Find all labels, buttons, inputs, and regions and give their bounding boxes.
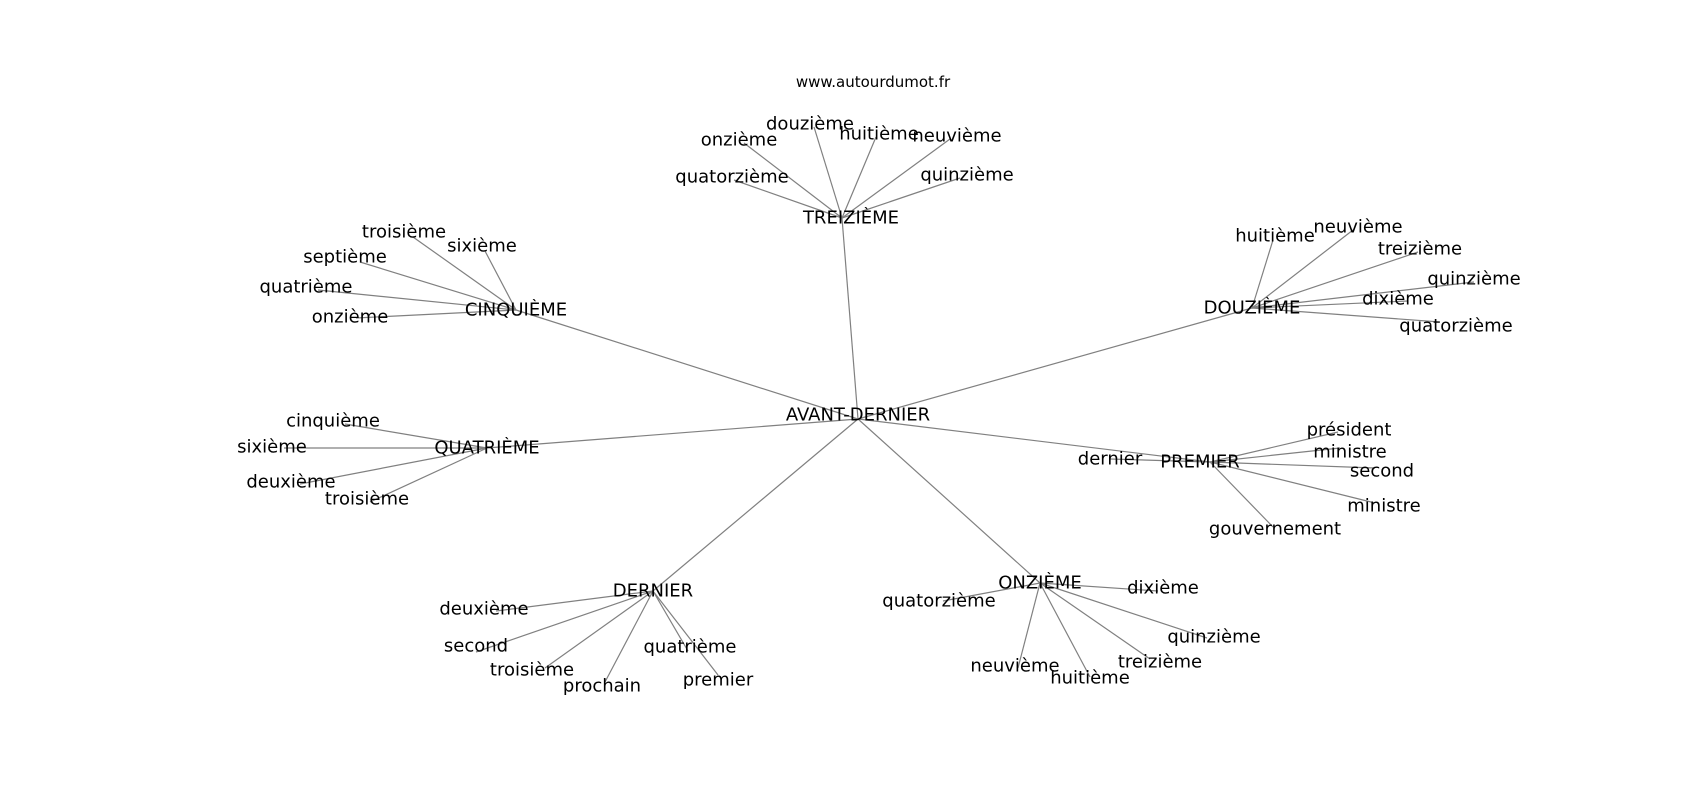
edge-hub-to-leaf xyxy=(412,236,517,311)
leaf-node-label: troisième xyxy=(325,489,409,510)
leaf-node-label: troisième xyxy=(362,222,446,243)
edge-hub-to-leaf xyxy=(369,447,488,503)
leaf-node-label: quinzième xyxy=(920,165,1013,186)
hub-node-label: CINQUIÈME xyxy=(465,299,567,321)
edge-hub-to-leaf xyxy=(317,289,517,311)
edge-hub-to-leaf xyxy=(1251,229,1354,309)
edge-hub-to-leaf xyxy=(1251,251,1419,309)
hub-node-label: DERNIER xyxy=(613,581,693,602)
leaf-node-label: sixième xyxy=(447,236,517,257)
leaf-node-label: huitième xyxy=(1050,668,1130,689)
leaf-node-label: second xyxy=(444,636,508,657)
leaf-node-label: onzième xyxy=(312,307,389,328)
leaf-node-label: dernier xyxy=(1078,449,1143,470)
leaf-node-label: ministre xyxy=(1313,442,1386,463)
edge-hub-to-leaf xyxy=(359,261,517,311)
edge-hub-to-leaf xyxy=(841,138,951,219)
edge-hub-to-leaf xyxy=(1039,582,1151,660)
edge-hub-to-leaf xyxy=(1039,582,1159,592)
edges-layer xyxy=(284,126,1475,683)
leaf-node-label: président xyxy=(1307,420,1392,441)
edge-center-to-hub xyxy=(486,418,859,449)
leaf-node-label: premier xyxy=(683,670,754,691)
edge-center-to-hub xyxy=(857,418,1041,584)
edge-hub-to-leaf xyxy=(1209,431,1339,463)
leaf-node-label: gouvernement xyxy=(1209,519,1341,540)
leaf-node-label: quatorzième xyxy=(882,591,995,612)
leaf-node-label: quatrième xyxy=(643,637,736,658)
edge-center-to-hub xyxy=(857,307,1253,420)
edge-hub-to-leaf xyxy=(495,590,654,612)
edge-center-to-hub xyxy=(652,418,859,592)
edge-hub-to-leaf xyxy=(1209,461,1274,528)
edge-hub-to-leaf xyxy=(475,590,654,653)
edge-hub-to-leaf xyxy=(942,582,1041,602)
leaf-node-label: treizième xyxy=(1118,652,1202,673)
leaf-node-label: quatrième xyxy=(259,277,352,298)
edge-hub-to-leaf xyxy=(344,423,488,449)
leaf-node-label: ministre xyxy=(1347,496,1420,517)
leaf-node-label: quinzième xyxy=(1167,627,1260,648)
hub-node-label: TREIZIÈME xyxy=(802,207,899,229)
leaf-node-label: dixième xyxy=(1362,289,1434,310)
leaf-node-label: huitième xyxy=(839,124,919,145)
edge-hub-to-leaf xyxy=(1209,447,1341,463)
leaf-node-label: quatorzième xyxy=(675,167,788,188)
edge-hub-to-leaf xyxy=(813,126,843,219)
leaf-node-label: quinzième xyxy=(1427,269,1520,290)
leaf-node-label: deuxième xyxy=(246,472,335,493)
hub-node-label: QUATRIÈME xyxy=(434,437,539,459)
edge-hub-to-leaf xyxy=(1039,582,1091,678)
leaf-node-label: douzième xyxy=(766,114,854,135)
edge-hub-to-leaf xyxy=(841,136,877,219)
hub-node-label: DOUZIÈME xyxy=(1204,297,1301,319)
source-label: www.autourdumot.fr xyxy=(796,73,951,91)
hub-node-label: PREMIER xyxy=(1160,452,1239,473)
leaf-node-label: troisième xyxy=(490,660,574,681)
leaf-node-label: sixième xyxy=(237,437,307,458)
edge-hub-to-leaf xyxy=(544,590,654,669)
edge-hub-to-leaf xyxy=(733,179,843,219)
leaf-node-label: quatorzième xyxy=(1399,316,1512,337)
edge-hub-to-leaf xyxy=(1251,239,1274,309)
edge-hub-to-leaf xyxy=(652,590,719,676)
edge-hub-to-leaf xyxy=(1209,461,1376,504)
edge-hub-to-leaf xyxy=(1251,281,1475,309)
edge-center-to-hub xyxy=(857,418,1211,463)
leaf-node-label: cinquième xyxy=(286,411,380,432)
center-node-label: AVANT-DERNIER xyxy=(786,405,930,426)
edge-hub-to-leaf xyxy=(1017,582,1041,669)
edge-center-to-hub xyxy=(515,309,859,420)
edge-hub-to-leaf xyxy=(355,309,517,319)
edge-hub-to-leaf xyxy=(1109,458,1211,463)
edge-hub-to-leaf xyxy=(652,590,689,652)
leaf-node-label: dixième xyxy=(1127,578,1199,599)
leaf-node-label: septième xyxy=(303,247,387,268)
leaf-node-label: neuvième xyxy=(970,656,1059,677)
edge-hub-to-leaf xyxy=(743,142,843,219)
leaf-node-label: neuvième xyxy=(912,126,1001,147)
leaf-node-label: second xyxy=(1350,461,1414,482)
leaf-node-label: deuxième xyxy=(439,599,528,620)
edge-hub-to-leaf xyxy=(1251,307,1441,323)
leaf-node-label: huitième xyxy=(1235,226,1315,247)
edge-hub-to-leaf xyxy=(841,177,961,219)
leaf-node-label: treizième xyxy=(1378,239,1462,260)
leaf-node-label: neuvième xyxy=(1313,217,1402,238)
edge-hub-to-leaf xyxy=(299,447,488,485)
edge-hub-to-leaf xyxy=(604,590,654,683)
edge-center-to-hub xyxy=(841,217,859,420)
leaf-node-label: onzième xyxy=(701,130,778,151)
hub-node-label: ONZIÈME xyxy=(998,572,1082,594)
edge-hub-to-leaf xyxy=(1209,461,1376,469)
leaf-node-label: prochain xyxy=(563,676,641,697)
edge-hub-to-leaf xyxy=(484,250,517,311)
edge-hub-to-leaf xyxy=(1039,582,1208,639)
edge-hub-to-leaf xyxy=(1251,300,1409,309)
